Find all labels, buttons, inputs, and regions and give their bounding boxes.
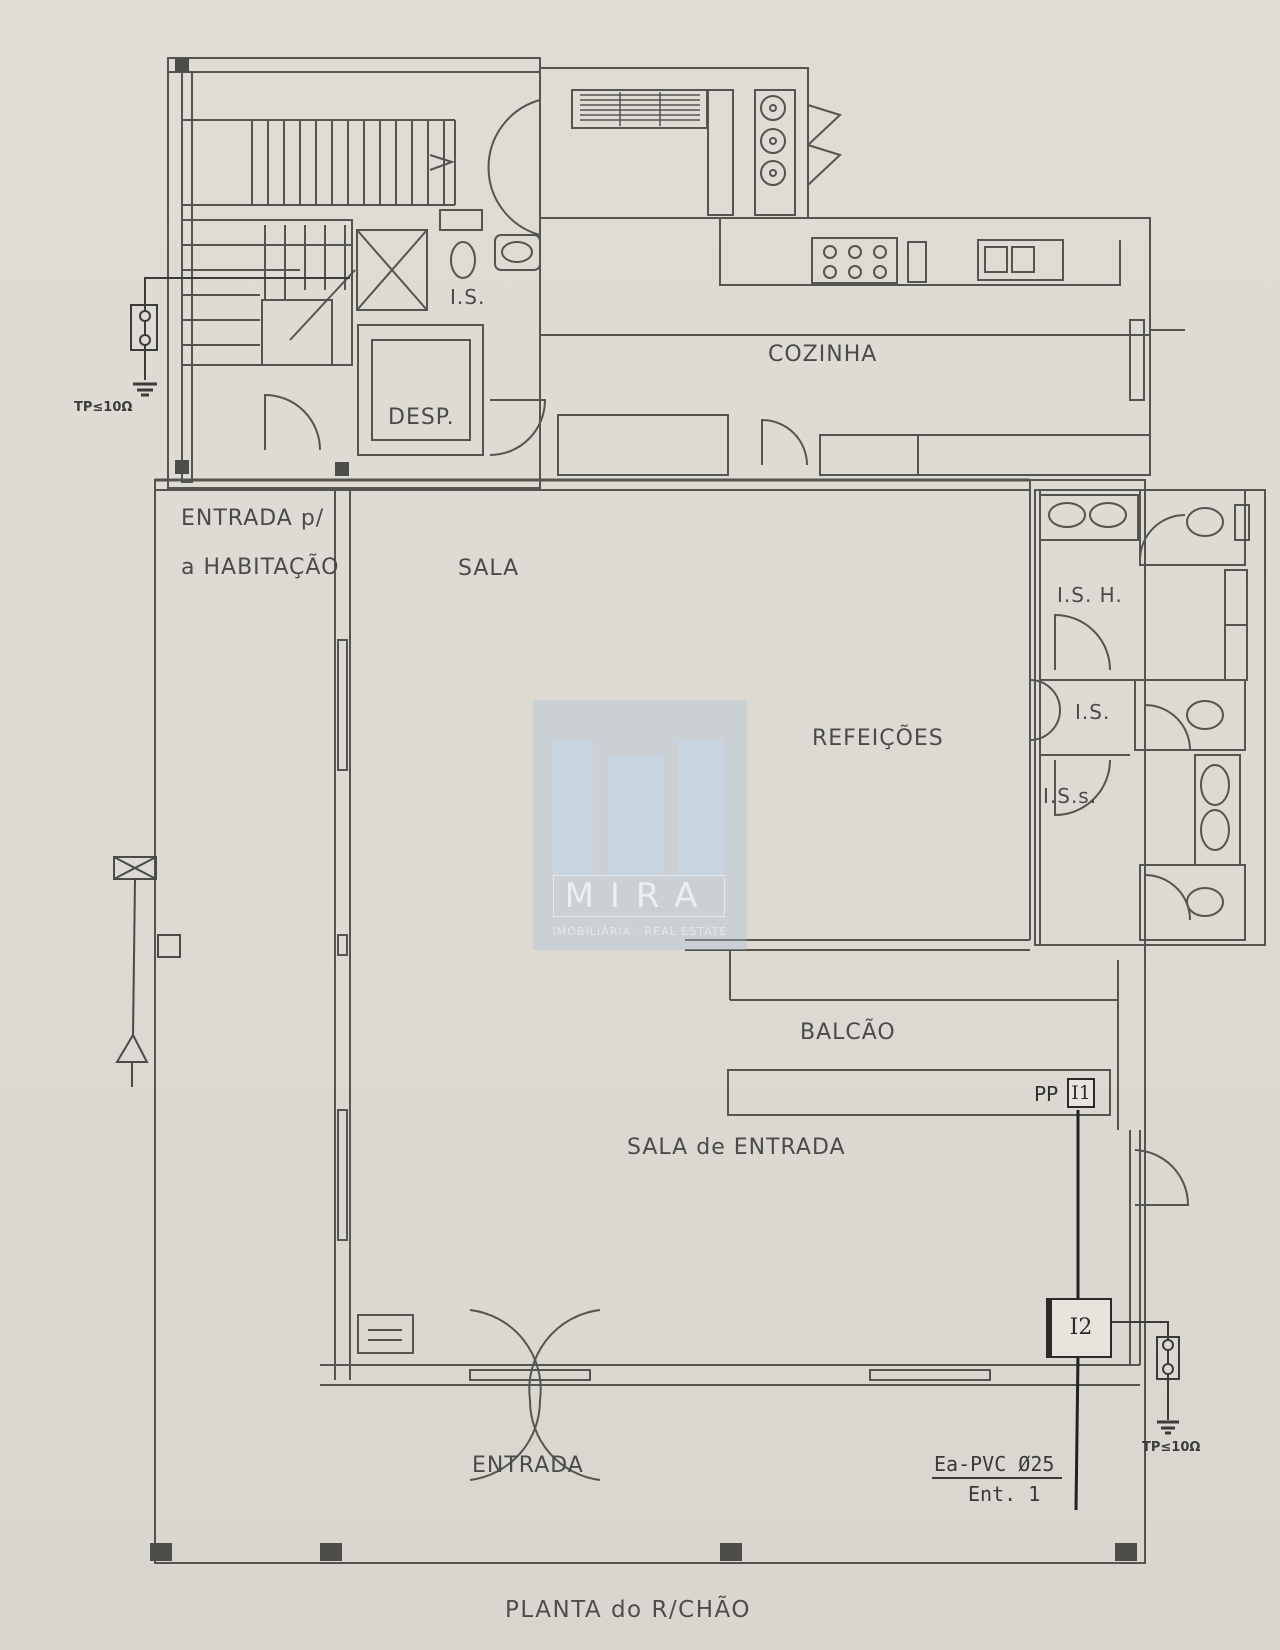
room-label-entrada-habitacao-1: ENTRADA p/ bbox=[181, 506, 325, 531]
room-label-is-top: I.S. bbox=[450, 285, 486, 309]
room-label-is-mid: I.S. bbox=[1075, 700, 1111, 724]
kitchen-sink bbox=[977, 239, 1064, 281]
room-label-entrada-habitacao-2: a HABITAÇÃO bbox=[181, 555, 340, 580]
earth-symbol-right bbox=[1110, 1321, 1180, 1435]
pp-label: PP bbox=[1034, 1082, 1059, 1106]
cooktop bbox=[811, 237, 898, 284]
door-swing-kitchen-top bbox=[487, 99, 541, 236]
watermark-logo: MIRA IMOBILIÁRIA · REAL ESTATE bbox=[533, 700, 747, 950]
column-markers bbox=[150, 58, 1137, 1561]
room-label-entrada: ENTRADA bbox=[472, 1453, 584, 1478]
room-label-is-s: I.S.s. bbox=[1043, 784, 1098, 808]
i1-box: I1 bbox=[1067, 1078, 1095, 1108]
watermark-brand: MIRA bbox=[553, 875, 725, 917]
room-label-refeicoes: REFEIÇÕES bbox=[812, 726, 944, 751]
watermark-m-left bbox=[553, 740, 593, 875]
desp-room bbox=[357, 324, 484, 456]
kitchen-top-wall bbox=[539, 67, 809, 219]
double-basin bbox=[1039, 494, 1139, 541]
supply-entry-label: Ent. 1 bbox=[968, 1482, 1041, 1506]
room-label-is-h: I.S. H. bbox=[1057, 583, 1123, 607]
window-left-2 bbox=[337, 1109, 348, 1241]
entrance-door-right-arc bbox=[528, 1309, 601, 1481]
meter-symbol-left bbox=[113, 856, 181, 1087]
supply-line bbox=[1074, 1110, 1080, 1511]
restroom-block-wall bbox=[1034, 489, 1266, 946]
room-label-balcao: BALCÃO bbox=[800, 1020, 896, 1045]
shower bbox=[356, 229, 428, 311]
oven-rings bbox=[754, 89, 796, 216]
outer-plot-boundary bbox=[154, 479, 1146, 1564]
stairs-lower bbox=[181, 219, 356, 366]
earth-symbol-left bbox=[130, 277, 350, 397]
watermark-m-right bbox=[678, 740, 723, 875]
window-left-1 bbox=[337, 639, 348, 771]
room-label-desp: DESP. bbox=[388, 405, 455, 430]
door-swing-entrance bbox=[264, 393, 321, 451]
i2-box: I2 bbox=[1046, 1298, 1112, 1358]
drawing-title: PLANTA do R/CHÃO bbox=[505, 1597, 751, 1623]
door-swing-service bbox=[1134, 1149, 1190, 1206]
entrance-door-left-arc bbox=[469, 1309, 542, 1481]
watermark-subtitle: IMOBILIÁRIA · REAL ESTATE bbox=[552, 925, 728, 938]
stairs-upper bbox=[182, 119, 456, 206]
room-label-sala: SALA bbox=[458, 556, 520, 581]
upper-left-block-wall bbox=[167, 57, 541, 489]
kitchen-window bbox=[1129, 319, 1145, 401]
supply-spec-label: Ea-PVC Ø25 bbox=[934, 1452, 1055, 1476]
earth-label-right: TP≤10Ω bbox=[1142, 1440, 1201, 1455]
earth-label-left: TP≤10Ω bbox=[74, 400, 133, 415]
bar-counter bbox=[727, 1069, 1111, 1116]
panel-box bbox=[357, 1314, 414, 1354]
watermark-m-middle bbox=[608, 755, 663, 875]
room-label-sala-entrada: SALA de ENTRADA bbox=[627, 1135, 846, 1160]
room-label-cozinha: COZINHA bbox=[768, 342, 878, 367]
